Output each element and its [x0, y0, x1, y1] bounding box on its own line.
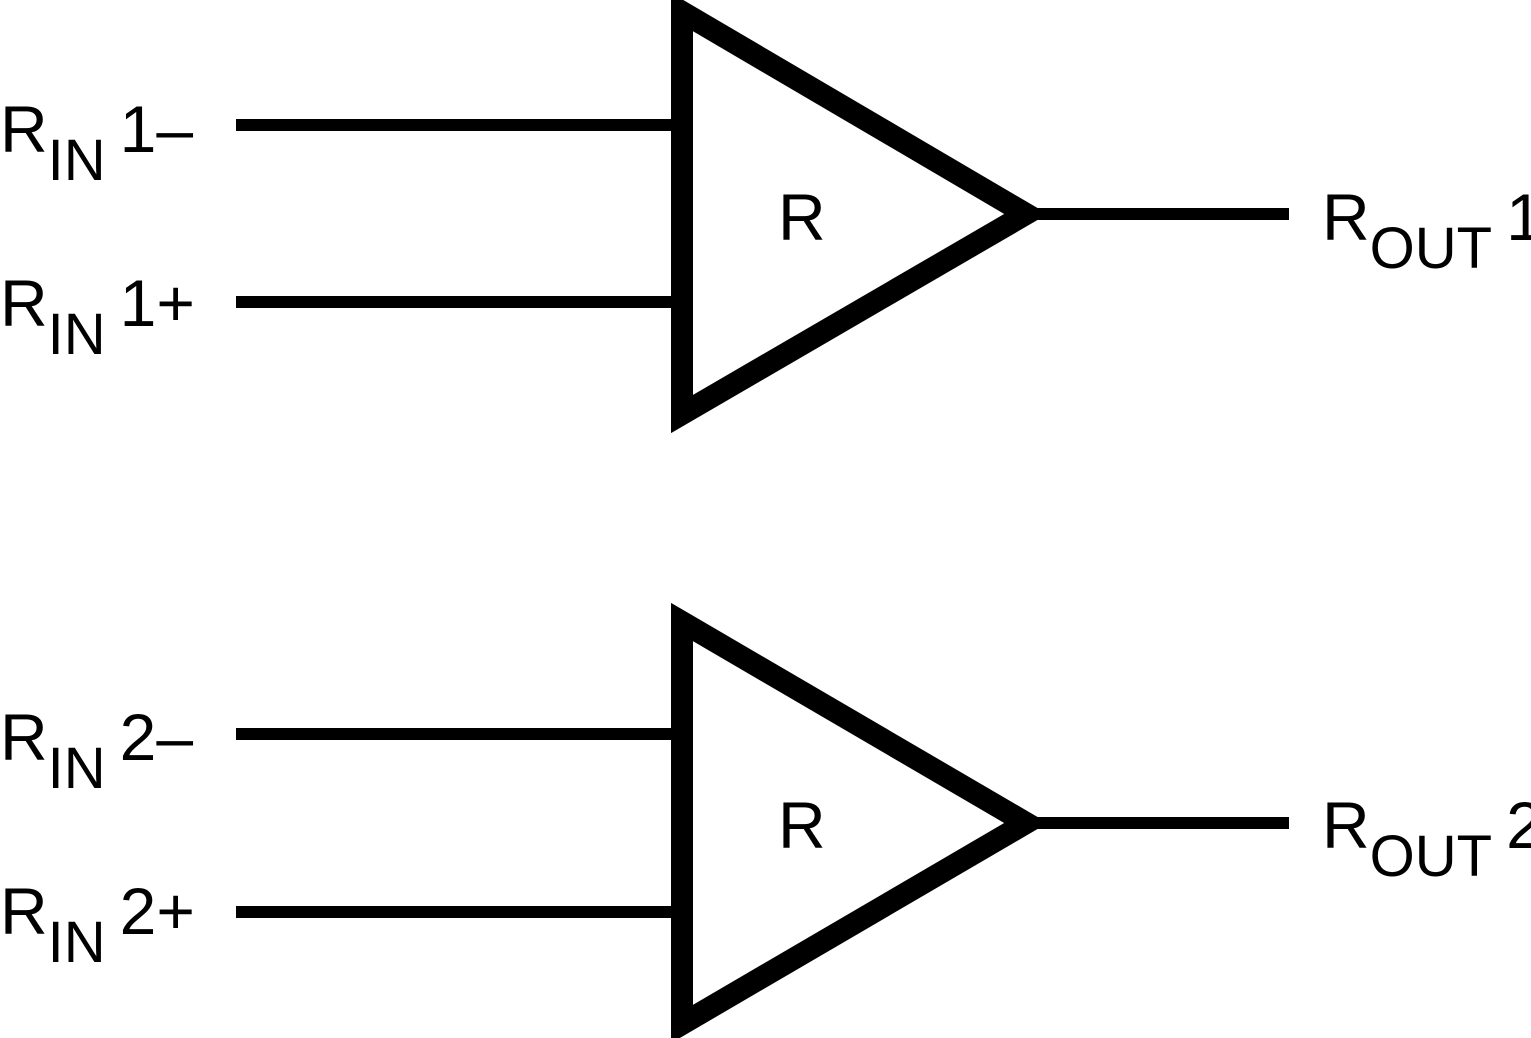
receiver-1-output-main: R: [1322, 180, 1370, 254]
receiver-1-input-plus-suffix: 1+: [120, 266, 195, 340]
receiver-2-output-sub: OUT: [1370, 824, 1492, 889]
receiver-2-input-minus-sub: IN: [48, 736, 106, 801]
receiver-1-output-sub: OUT: [1370, 216, 1492, 281]
receiver-2-input-minus-main: R: [0, 700, 48, 774]
receiver-1-output-suffix: 1: [1506, 180, 1531, 254]
receiver-1-input-minus-suffix: 1–: [120, 92, 194, 166]
receiver-2-input-plus-sub: IN: [48, 910, 106, 975]
receiver-1-amplifier-triangle: [671, 0, 1048, 434]
receiver-2-output-main: R: [1322, 788, 1370, 862]
receiver-1-label: R: [778, 180, 826, 254]
receiver-1-input-minus-main: R: [0, 92, 48, 166]
receiver-2-output-suffix: 2: [1506, 788, 1531, 862]
receiver-2-amplifier-triangle: [671, 602, 1048, 1038]
receiver-1-input-plus-sub: IN: [48, 302, 106, 367]
receiver-2-label: R: [778, 788, 826, 862]
receiver-1-input-minus-sub: IN: [48, 128, 106, 193]
receiver-2-input-plus-main: R: [0, 874, 48, 948]
receiver-2-input-minus-suffix: 2–: [120, 700, 194, 774]
receiver-2-input-plus-suffix: 2+: [120, 874, 195, 948]
receiver-1-input-plus-main: R: [0, 266, 48, 340]
